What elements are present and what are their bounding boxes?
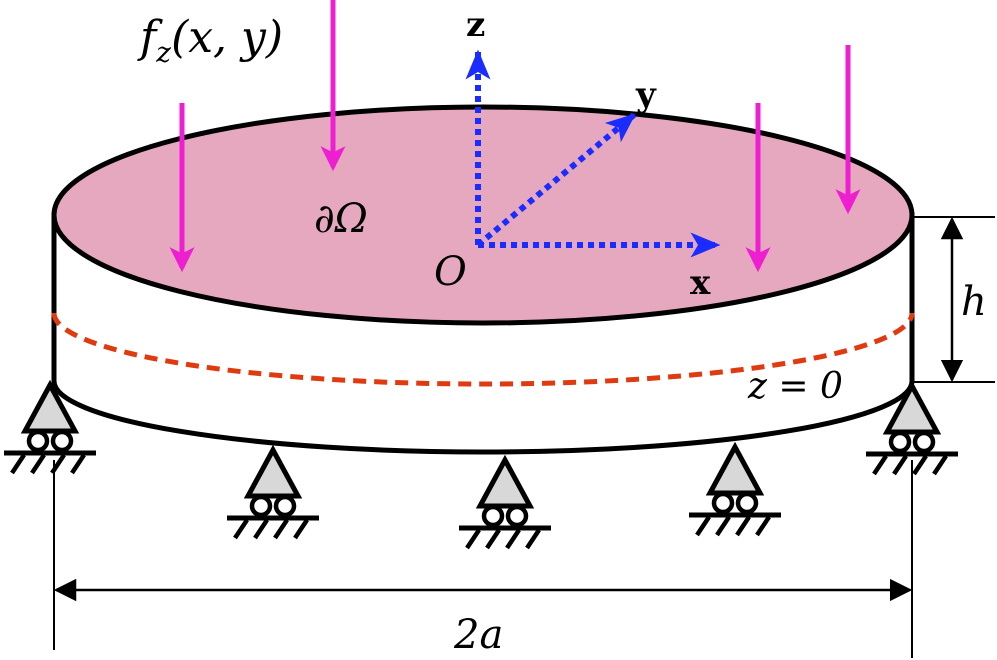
y-axis-label: y xyxy=(635,75,657,115)
midplane-dashed-line xyxy=(51,312,915,387)
diameter-dimension xyxy=(53,460,913,658)
load-arrows xyxy=(169,0,861,273)
midplane-label: z = 0 xyxy=(747,366,843,407)
thickness-label: h xyxy=(961,279,987,325)
diameter-label: 2a xyxy=(453,612,503,658)
roller-support-icon xyxy=(459,460,551,548)
z-axis-label: z xyxy=(466,5,485,45)
roller-support-icon xyxy=(689,447,781,535)
load-label: fz(x, y) xyxy=(137,12,283,69)
y-axis-arrow xyxy=(476,112,636,248)
plate-top-face xyxy=(51,104,915,326)
roller-support-icon xyxy=(227,450,319,538)
origin-label: O xyxy=(434,249,467,295)
boundary-label: ∂Ω xyxy=(314,196,368,242)
coordinate-axes xyxy=(465,49,721,258)
x-axis-label: x xyxy=(690,263,711,303)
thickness-dimension xyxy=(912,216,995,383)
